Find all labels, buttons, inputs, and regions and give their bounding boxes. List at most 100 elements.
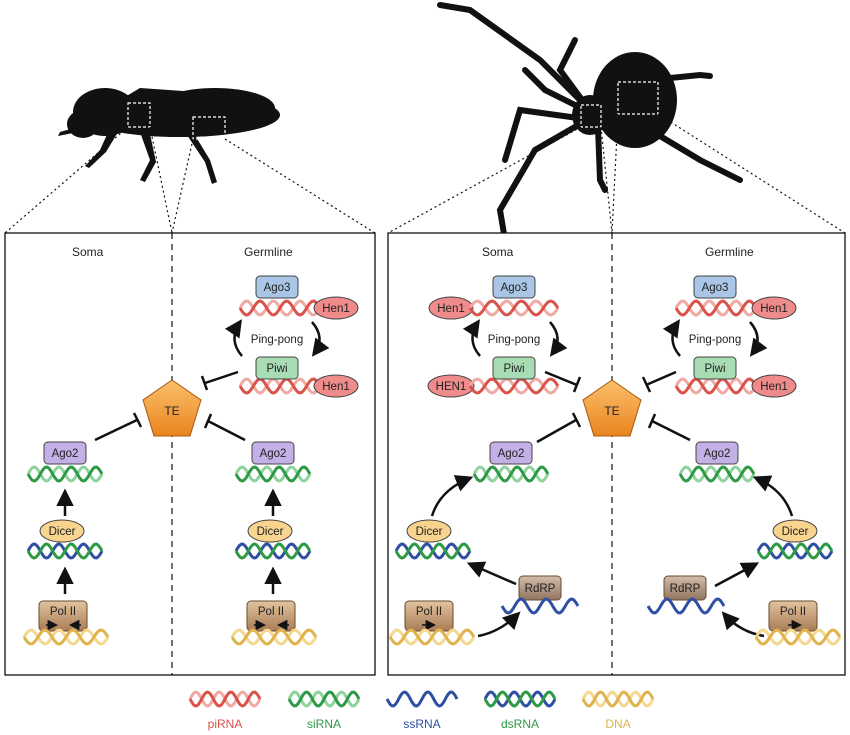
- hen1-label: Hen1: [760, 303, 788, 315]
- ago3-box: [492, 275, 536, 299]
- te-label: TE: [164, 404, 179, 418]
- piwi-box: [255, 356, 299, 380]
- ago3-label: Ago3: [702, 282, 729, 294]
- dicer-label: Dicer: [49, 526, 76, 538]
- piwi-label: Piwi: [266, 363, 287, 375]
- piwi-label: Piwi: [704, 363, 725, 375]
- ago3-box: [255, 275, 299, 299]
- pirna-helix: [674, 377, 758, 395]
- ago2-label: Ago2: [704, 448, 731, 460]
- pingpong-label: Ping-pong: [251, 334, 303, 346]
- dsrna-helix: [756, 542, 834, 560]
- piwi-box: [693, 356, 737, 380]
- dicer-label: Dicer: [257, 526, 284, 538]
- legend-dsrna-swatch: [483, 690, 557, 708]
- pol2-label: Pol II: [416, 606, 442, 618]
- hen1-label: Hen1: [437, 303, 465, 315]
- rdrp-label: RdRP: [670, 583, 701, 595]
- dicer-ellipse: [39, 519, 85, 543]
- ago3-label: Ago3: [264, 282, 291, 294]
- te-label: TE: [604, 404, 619, 418]
- te-pentagon: [582, 379, 642, 437]
- dicer-label: Dicer: [416, 526, 443, 538]
- hen1-label: HEN1: [436, 381, 467, 393]
- dsrna-helix: [26, 542, 104, 560]
- hen1-label: Hen1: [322, 381, 350, 393]
- hen1-ellipse: [751, 296, 797, 320]
- ago2-box: [43, 441, 87, 465]
- hen1-ellipse: [428, 296, 474, 320]
- zoom-lines: [4, 113, 846, 234]
- hen1-ellipse: [313, 296, 359, 320]
- ago2-box: [489, 441, 533, 465]
- right-panel: Soma Germline Hen1 Ago3 Ping-pong HEN1 P…: [387, 232, 846, 676]
- ago2-label: Ago2: [260, 448, 287, 460]
- spider-zoom-boxes: [580, 81, 659, 128]
- legend-label: DNA: [605, 717, 630, 731]
- legend-label: siRNA: [307, 717, 341, 731]
- spider-icon: [437, 2, 743, 243]
- fly-zoom-boxes: [127, 102, 226, 140]
- dna-helix: [754, 628, 842, 646]
- ago2-label: Ago2: [52, 448, 79, 460]
- rdrp-box: [518, 575, 562, 601]
- fly-icon: [58, 88, 280, 184]
- dna-helix: [388, 628, 476, 646]
- ago3-box: [693, 275, 737, 299]
- legend-sirna-swatch: [287, 690, 361, 708]
- ago2-box: [695, 441, 739, 465]
- pingpong-label: Ping-pong: [488, 334, 540, 346]
- legend-label: piRNA: [208, 717, 243, 731]
- right-soma-label: Soma: [482, 245, 514, 259]
- sirna-helix: [26, 465, 104, 483]
- hen1-label: Hen1: [322, 303, 350, 315]
- dsrna-helix: [394, 542, 472, 560]
- pol2-label: Pol II: [258, 606, 284, 618]
- legend-label: ssRNA: [403, 717, 440, 731]
- ago3-label: Ago3: [501, 282, 528, 294]
- legend-label: dsRNA: [501, 717, 539, 731]
- ssrna-helix: [500, 597, 580, 615]
- legend: piRNA siRNA ssRNA dsRNA DNA: [188, 690, 655, 731]
- sirna-helix: [472, 465, 550, 483]
- rdrp-label: RdRP: [525, 583, 556, 595]
- left-germline-label: Germline: [244, 245, 293, 259]
- pirna-helix: [468, 299, 560, 317]
- hen1-ellipse: [751, 374, 797, 398]
- legend-dna-swatch: [581, 690, 655, 708]
- pirna-helix: [238, 377, 322, 395]
- hen1-label: Hen1: [760, 381, 788, 393]
- inhibition-lines: [94, 370, 246, 442]
- dsrna-helix: [234, 542, 312, 560]
- pirna-helix: [468, 377, 560, 395]
- dna-helix: [22, 628, 110, 646]
- sirna-helix: [234, 465, 312, 483]
- pirna-helix: [238, 299, 322, 317]
- inhibition-lines: [536, 370, 691, 444]
- pol2-label: Pol II: [50, 606, 76, 618]
- te-pentagon: [142, 379, 202, 437]
- dicer-ellipse: [247, 519, 293, 543]
- ssrna-helix: [646, 597, 726, 615]
- dicer-ellipse: [772, 519, 818, 543]
- pol2-label: Pol II: [780, 606, 806, 618]
- pirna-helix: [674, 299, 758, 317]
- dna-helix: [230, 628, 318, 646]
- dicer-label: Dicer: [782, 526, 809, 538]
- hen1-ellipse: [427, 374, 475, 398]
- right-germline-label: Germline: [705, 245, 754, 259]
- piwi-box: [492, 356, 536, 380]
- ago2-box: [251, 441, 295, 465]
- ago2-label: Ago2: [498, 448, 525, 460]
- rdrp-box: [663, 575, 707, 601]
- hen1-ellipse: [313, 374, 359, 398]
- legend-ssrna-swatch: [385, 690, 459, 708]
- sirna-helix: [678, 465, 756, 483]
- left-soma-label: Soma: [72, 245, 104, 259]
- legend-pirna-swatch: [188, 690, 262, 708]
- left-panel: Soma Germline Ago3 Hen1 Ping-pong Piwi H…: [4, 232, 376, 676]
- piwi-label: Piwi: [503, 363, 524, 375]
- dicer-ellipse: [406, 519, 452, 543]
- pingpong-label: Ping-pong: [689, 334, 741, 346]
